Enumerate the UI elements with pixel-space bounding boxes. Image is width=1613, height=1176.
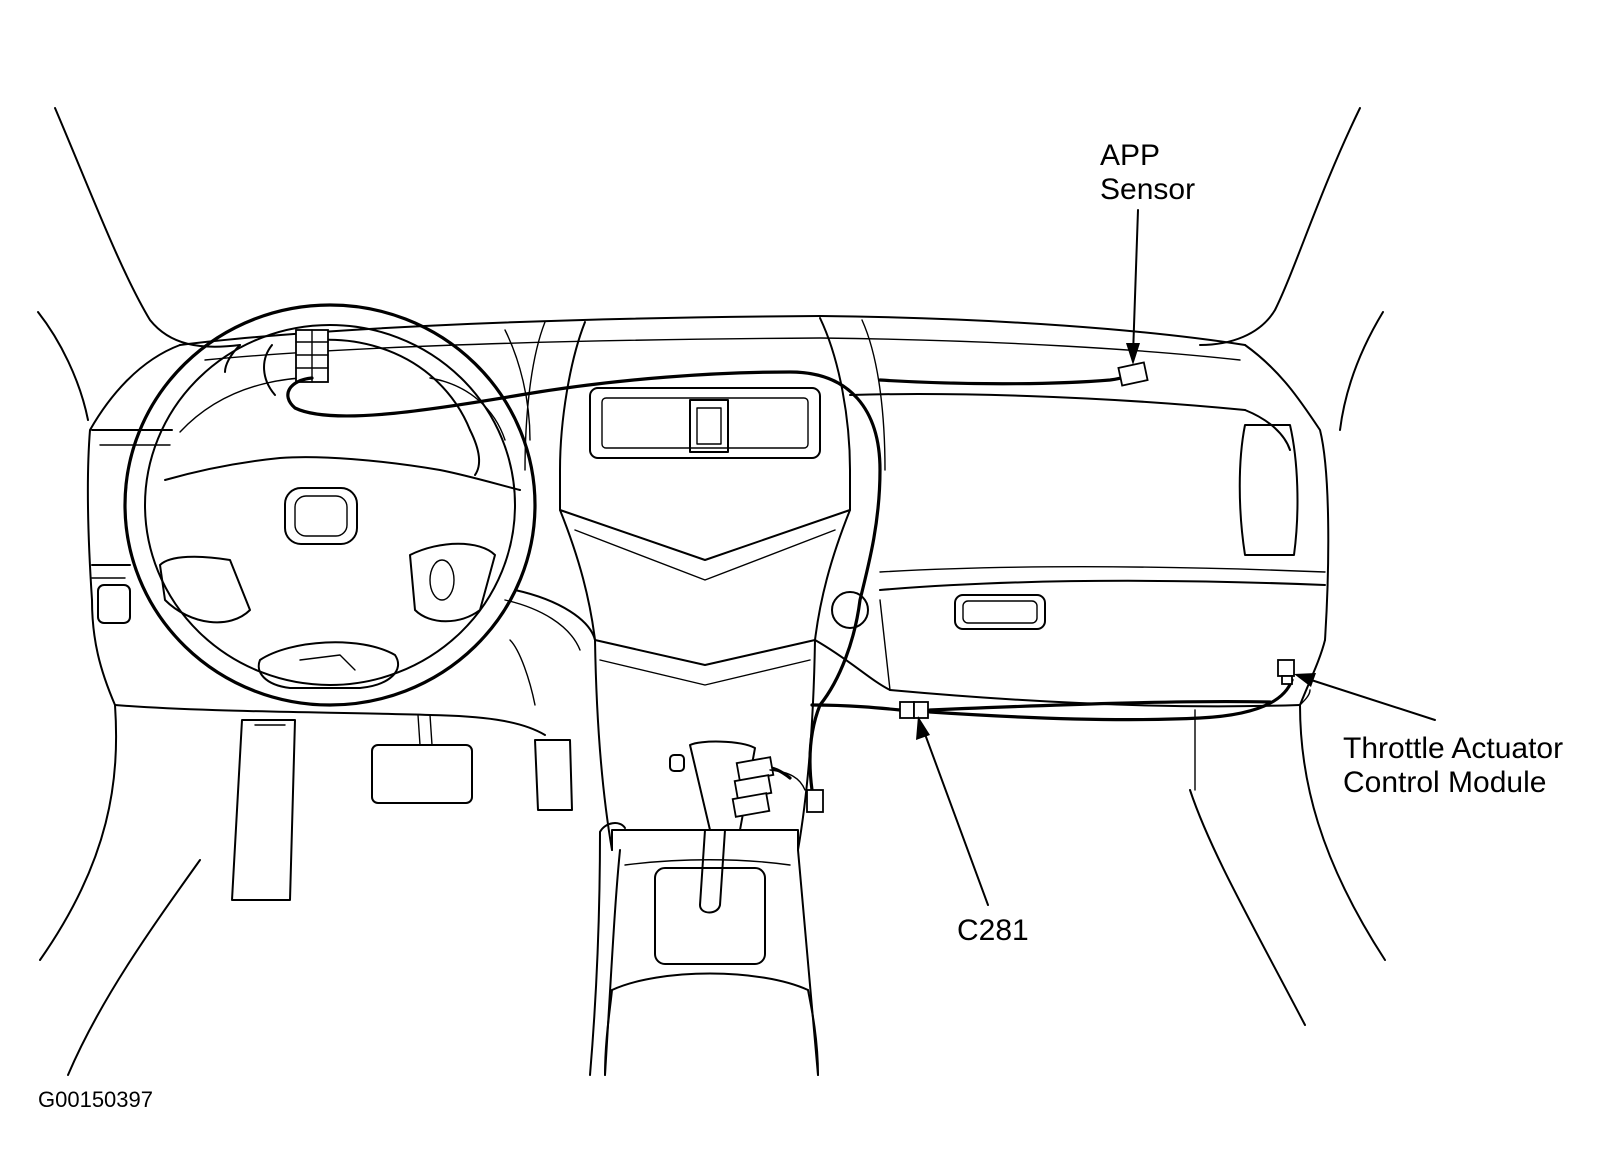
- right-dash-panel: [814, 393, 1326, 708]
- app-sensor-label-line2: Sensor: [1100, 173, 1195, 206]
- center-console: [524, 317, 886, 851]
- app-sensor-arrowhead: [1126, 343, 1140, 365]
- pedals: [231, 714, 573, 901]
- c281-arrowhead: [916, 716, 930, 740]
- steering-wheel: [123, 303, 537, 707]
- figure-id: G00150397: [38, 1087, 153, 1112]
- shifter: [669, 740, 806, 914]
- callout-arrows: [916, 209, 1436, 906]
- throttle-label-line1: Throttle Actuator: [1343, 732, 1563, 765]
- throttle-label-line2: Control Module: [1343, 766, 1546, 799]
- callout-labels: APP Sensor Throttle Actuator Control Mod…: [38, 139, 1563, 1112]
- windshield-frame: [37, 107, 1384, 431]
- c281-label: C281: [957, 914, 1029, 947]
- lower-console: [589, 822, 819, 1076]
- floor-lines: [39, 689, 1386, 1076]
- column-connector: [295, 329, 329, 383]
- app-sensor-label-line1: APP: [1100, 139, 1160, 172]
- harness-connectors: [806, 361, 1295, 813]
- throttle-arrowhead: [1294, 673, 1316, 687]
- left-dash-panel: [91, 329, 596, 736]
